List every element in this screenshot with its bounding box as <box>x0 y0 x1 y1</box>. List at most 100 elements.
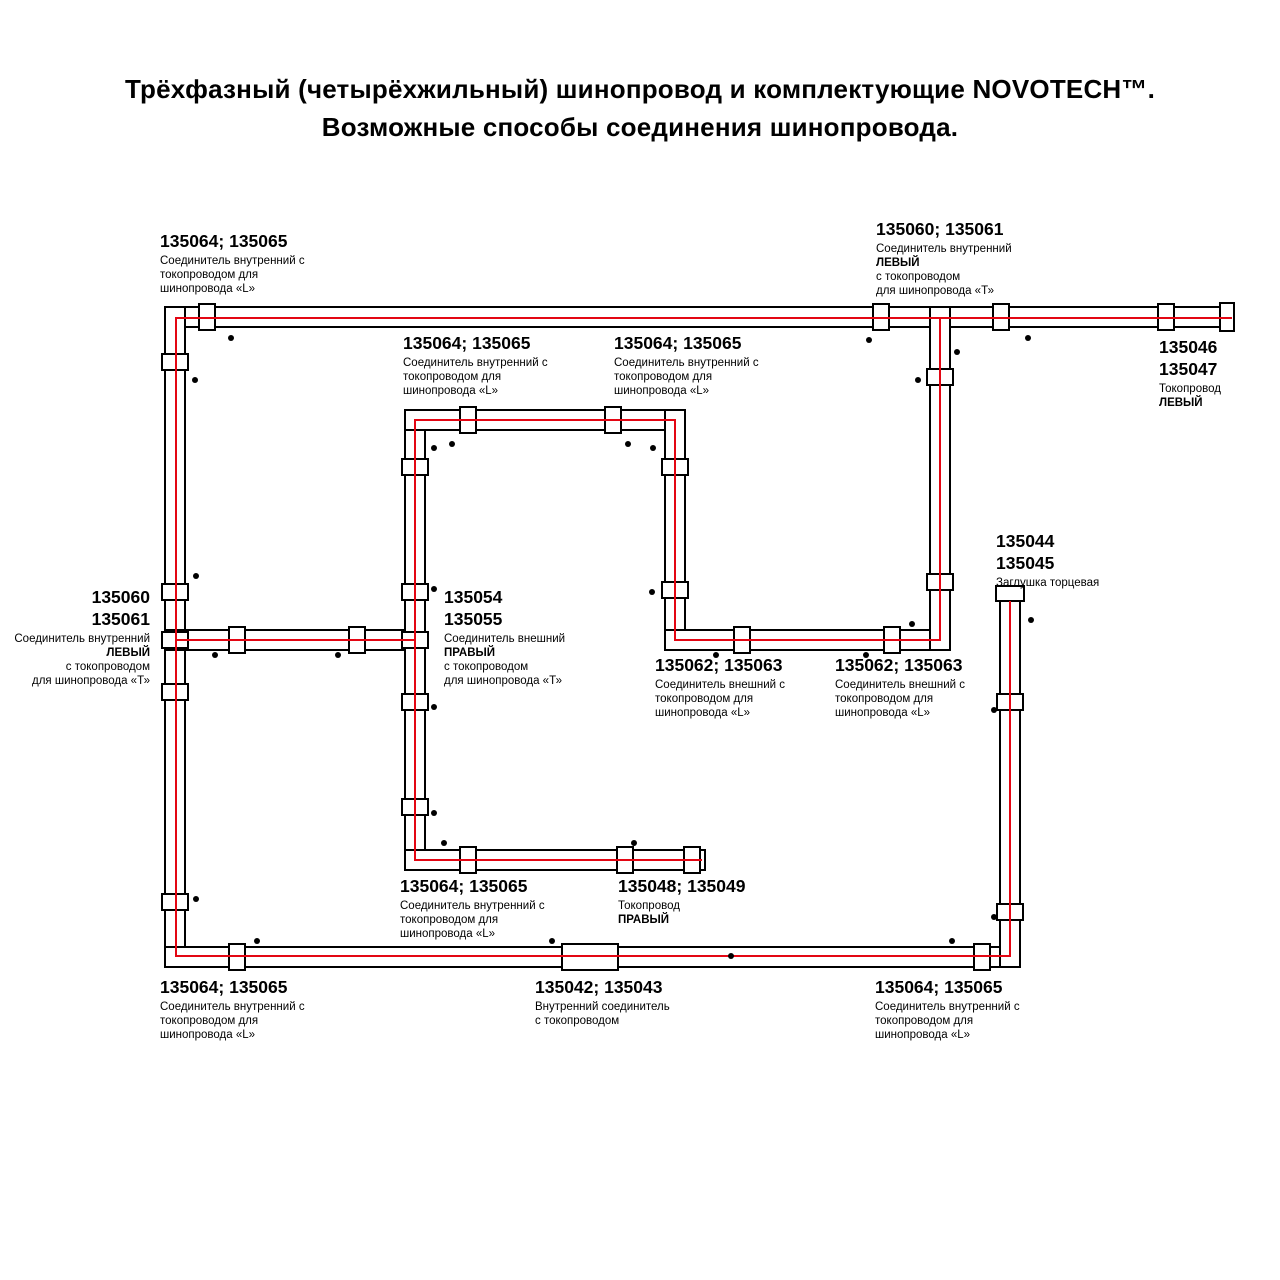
part-code: 135064; 135065 <box>160 231 288 251</box>
part-desc-line: Соединитель внешний <box>444 633 566 645</box>
junction-dots <box>192 335 1034 959</box>
label-connector-inner-l-bottom-right: 135064; 135065 Соединитель внутренний с … <box>875 977 1020 1042</box>
part-code: 135064; 135065 <box>403 333 531 353</box>
part-desc-line: с токопроводом <box>535 1015 620 1027</box>
part-desc-line: ЛЕВЫЙ <box>1159 397 1203 409</box>
part-code: 135055 <box>444 609 503 629</box>
part-desc-line: Соединитель внутренний <box>876 243 1012 255</box>
part-code: 135061 <box>91 609 150 629</box>
junction-dot <box>431 704 437 710</box>
junction-dot <box>449 441 455 447</box>
page-title-line-1: Трёхфазный (четырёхжильный) шинопровод и… <box>124 74 1156 104</box>
part-code: 135042; 135043 <box>535 977 663 997</box>
junction-dot <box>713 652 719 658</box>
label-connector-inner-l-bottom-mid: 135064; 135065 Соединитель внутренний с … <box>400 876 545 941</box>
part-desc-line: токопроводом для <box>655 693 754 705</box>
part-code: 135064; 135065 <box>614 333 742 353</box>
part-code: 135064; 135065 <box>160 977 288 997</box>
part-desc-line: с токопроводом <box>444 661 529 673</box>
label-feed-left: 135046 135047 Токопровод ЛЕВЫЙ <box>1159 336 1221 410</box>
junction-dot <box>909 621 915 627</box>
junction-dot <box>1028 617 1034 623</box>
part-desc-line: ЛЕВЫЙ <box>106 647 150 659</box>
part-desc-line: шинопровода «L» <box>655 707 751 719</box>
part-desc-line: токопроводом для <box>835 693 934 705</box>
part-desc-line: для шинопровода «Т» <box>32 675 150 687</box>
conductor-line-inner-branch <box>414 318 941 861</box>
junction-dot <box>991 707 997 713</box>
junction-dot <box>431 445 437 451</box>
conductor-lines <box>175 317 1232 957</box>
junction-dot <box>192 377 198 383</box>
part-desc-line: Соединитель внутренний с <box>403 357 548 369</box>
junction-dot <box>212 652 218 658</box>
part-code: 135048; 135049 <box>618 876 746 896</box>
part-code: 135045 <box>996 553 1055 573</box>
part-code: 135062; 135063 <box>655 655 783 675</box>
part-code: 135064; 135065 <box>875 977 1003 997</box>
junction-dot <box>625 441 631 447</box>
part-desc-line: Внутренний соединитель <box>535 1001 670 1013</box>
junction-dot <box>649 589 655 595</box>
part-desc-line: шинопровода «L» <box>835 707 931 719</box>
part-desc-line: шинопровода «L» <box>160 1029 256 1041</box>
part-desc-line: Соединитель внутренний с <box>400 900 545 912</box>
page-title-line-2: Возможные способы соединения шинопровода… <box>321 112 959 142</box>
junction-dot <box>866 337 872 343</box>
junction-dot <box>193 573 199 579</box>
label-connector-internal-bottom-center: 135042; 135043 Внутренний соединитель с … <box>535 977 670 1028</box>
part-code: 135046 <box>1159 337 1218 357</box>
part-desc-line: Токопровод <box>618 900 680 912</box>
part-desc-line: шинопровода «L» <box>614 385 710 397</box>
part-desc-line: шинопровода «L» <box>400 928 496 940</box>
junction-dot <box>949 938 955 944</box>
part-code: 135047 <box>1159 359 1218 379</box>
junction-dot <box>863 652 869 658</box>
part-code: 135044 <box>996 531 1055 551</box>
conductor-line-outer-loop <box>175 317 1232 957</box>
junction-dot <box>1025 335 1031 341</box>
part-desc-line: ПРАВЫЙ <box>618 914 670 926</box>
part-desc-line: токопроводом для <box>160 269 259 281</box>
part-desc-line: токопроводом для <box>614 371 713 383</box>
label-connector-inner-t-left: 135060 135061 Соединитель внутренний ЛЕВ… <box>0 586 150 688</box>
part-code: 135062; 135063 <box>835 655 963 675</box>
junction-dot <box>431 586 437 592</box>
part-desc-line: для шинопровода «Т» <box>444 675 562 687</box>
junction-dot <box>335 652 341 658</box>
junction-dot <box>549 938 555 944</box>
part-desc-line: Соединитель внутренний с <box>614 357 759 369</box>
junction-dot <box>991 914 997 920</box>
part-desc-line: ЛЕВЫЙ <box>876 257 920 269</box>
label-connector-inner-l-bottom-left: 135064; 135065 Соединитель внутренний с … <box>160 977 305 1042</box>
junction-dot <box>631 840 637 846</box>
part-desc-line: Соединитель внутренний с <box>875 1001 1020 1013</box>
part-desc-line: Соединитель внешний с <box>655 679 786 691</box>
part-code: 135060; 135061 <box>876 219 1004 239</box>
junction-dot <box>431 810 437 816</box>
part-desc-line: с токопроводом <box>876 271 961 283</box>
part-desc-line: Соединитель внешний с <box>835 679 966 691</box>
part-code: 135064; 135065 <box>400 876 528 896</box>
junction-dot <box>954 349 960 355</box>
part-desc-line: для шинопровода «Т» <box>876 285 994 297</box>
part-code: 135060 <box>91 587 150 607</box>
junction-dot <box>728 953 734 959</box>
part-desc-line: токопроводом для <box>875 1015 974 1027</box>
label-connector-outer-t-center: 135054 135055 Соединитель внешний ПРАВЫЙ… <box>444 586 565 688</box>
junction-dot <box>441 840 447 846</box>
part-desc-line: Соединитель внутренний с <box>160 1001 305 1013</box>
part-desc-line: Соединитель внутренний <box>14 633 150 645</box>
label-connector-outer-l-left: 135062; 135063 Соединитель внешний с ток… <box>655 655 785 720</box>
junction-dot <box>254 938 260 944</box>
label-connector-inner-t-top-right: 135060; 135061 Соединитель внутренний ЛЕ… <box>876 219 1012 298</box>
part-desc-line: с токопроводом <box>65 661 150 673</box>
part-desc-line: Соединитель внутренний с <box>160 255 305 267</box>
part-desc-line: шинопровода «L» <box>875 1029 971 1041</box>
part-desc-line: токопроводом для <box>400 914 499 926</box>
label-connector-outer-l-right: 135062; 135063 Соединитель внешний с ток… <box>835 655 965 720</box>
part-desc-line: шинопровода «L» <box>403 385 499 397</box>
part-desc-line: токопроводом для <box>160 1015 259 1027</box>
